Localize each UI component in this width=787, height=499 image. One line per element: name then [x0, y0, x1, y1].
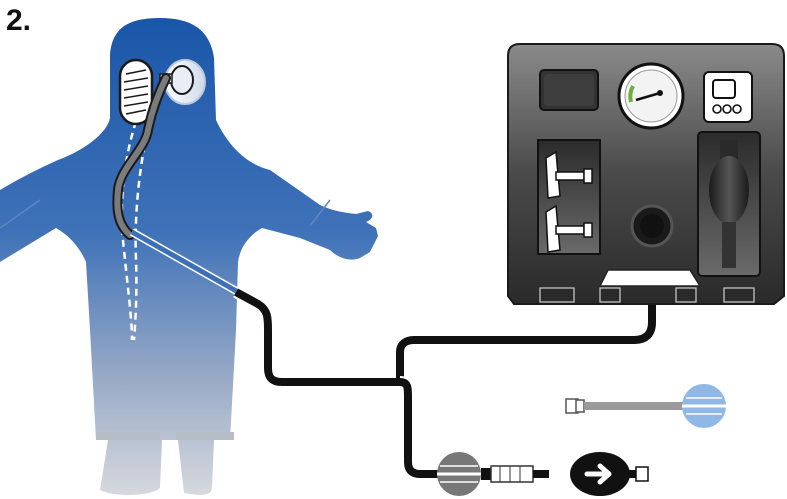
test-valve-icon [565, 384, 726, 428]
control-unit-icon [703, 71, 753, 123]
suit-figure-icon [0, 18, 378, 496]
squeeze-bulb-icon [709, 140, 749, 268]
face-shield-icon [118, 58, 206, 126]
main-air-hose [233, 228, 658, 480]
connector-icon [437, 452, 549, 496]
step-label: 2. [6, 4, 32, 37]
test-equipment-case [507, 43, 785, 305]
pressure-gauge-icon [617, 62, 685, 130]
arrow-right-icon [570, 452, 649, 496]
suit-inlet-hose [112, 73, 171, 240]
valve-tool-icon [545, 150, 593, 253]
